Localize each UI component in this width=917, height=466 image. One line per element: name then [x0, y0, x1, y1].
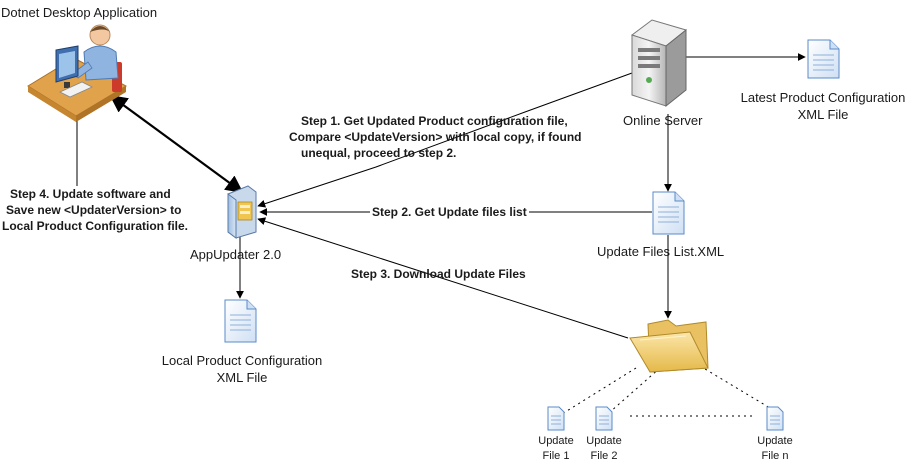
step4-label: Step 4. Update software and Save new <Up…: [2, 186, 188, 234]
update-file-2-label: Update File 2: [576, 434, 632, 464]
desktop-app-label: Dotnet Desktop Application: [1, 5, 158, 20]
step3-connector: [257, 217, 629, 339]
step4-line1: Step 4. Update software and: [10, 187, 171, 201]
step4-line3: Local Product Configuration file.: [2, 219, 188, 233]
local-config-label-line2: XML File: [216, 370, 268, 385]
update-file-1-document-icon: [547, 406, 565, 431]
update-files-list-label: Update Files List.XML: [597, 244, 725, 259]
folder-file2-dotted: [609, 367, 661, 413]
online-server-label: Online Server: [623, 113, 703, 128]
desktop-updater-connector: [109, 94, 244, 194]
files-list-document-icon: [652, 191, 685, 235]
step1-connector: [257, 72, 633, 208]
update-file-1-line2: File 1: [542, 450, 570, 462]
step2-label: Step 2. Get Update files list: [370, 204, 529, 220]
update-file-n-document-icon: [766, 406, 784, 431]
update-file-2-line1: Update: [586, 435, 622, 447]
update-file-1-label: Update File 1: [528, 434, 584, 464]
latest-config-label-line1: Latest Product Configuration: [740, 90, 906, 105]
user-at-computer-icon: [27, 24, 128, 122]
local-config-label: Local Product Configuration XML File: [142, 352, 342, 386]
step1-line1: Step 1. Get Updated Product configuratio…: [301, 114, 568, 128]
update-file-2-line2: File 2: [590, 450, 618, 462]
step3-label: Step 3. Download Update Files: [351, 267, 526, 281]
folder-icon: [629, 319, 709, 373]
app-updater-label: AppUpdater 2.0: [190, 247, 282, 262]
step1-line3: unequal, proceed to step 2.: [301, 146, 457, 160]
latest-config-label: Latest Product Configuration XML File: [725, 89, 917, 123]
step1-label: Step 1. Get Updated Product configuratio…: [289, 113, 582, 161]
local-config-label-line1: Local Product Configuration: [161, 353, 323, 368]
application-icon: [227, 185, 257, 239]
update-file-1-line1: Update: [538, 435, 574, 447]
update-file-n-label: Update File n: [747, 434, 803, 464]
update-file-n-line1: Update: [757, 435, 793, 447]
update-file-n-line2: File n: [761, 450, 789, 462]
latest-config-label-line2: XML File: [797, 107, 849, 122]
folder-filen-dotted: [699, 365, 771, 409]
step1-line2: Compare <UpdateVersion> with local copy,…: [289, 130, 582, 144]
folder-file1-dotted: [561, 367, 637, 415]
update-file-2-document-icon: [595, 406, 613, 431]
latest-config-document-icon: [807, 39, 840, 79]
step4-line2: Save new <UpdaterVersion> to: [6, 203, 182, 217]
local-config-document-icon: [224, 299, 257, 343]
server-icon: [630, 19, 688, 108]
